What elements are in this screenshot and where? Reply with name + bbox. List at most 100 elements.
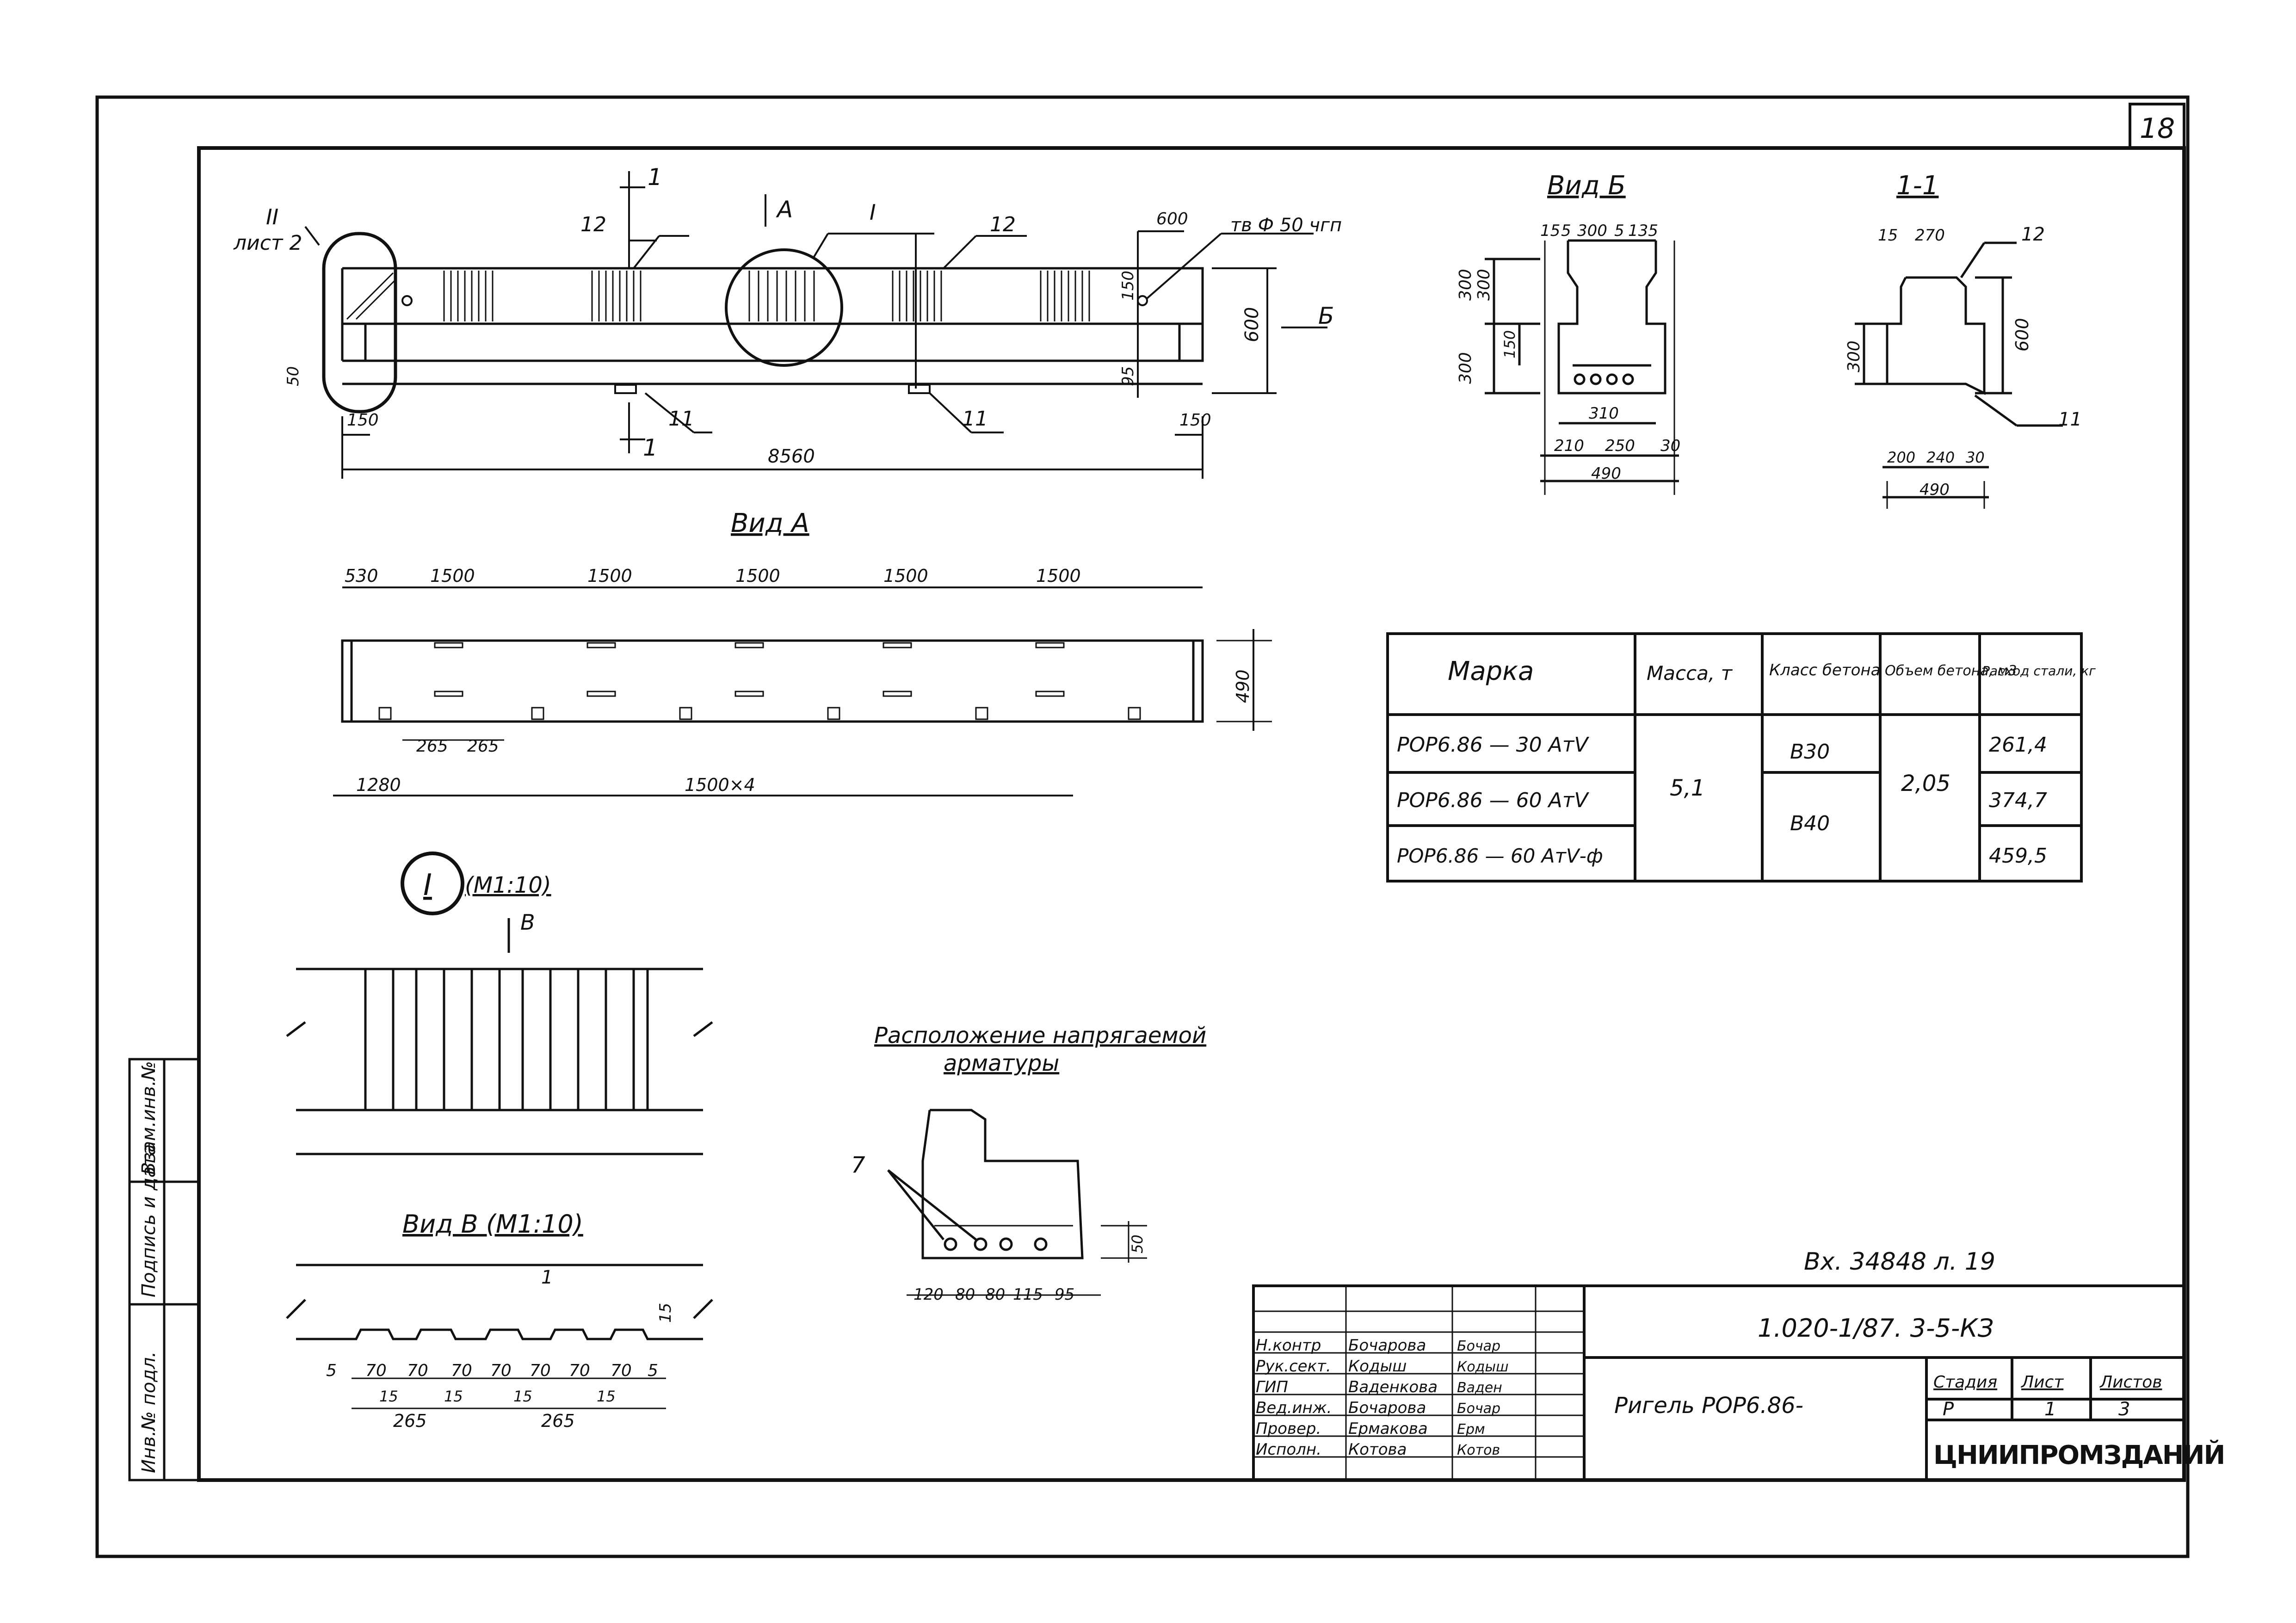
- side-label-sign: Подпись и дата: [138, 1144, 160, 1297]
- tb-role-1: Н.контр: [1256, 1336, 1321, 1355]
- spec-row1-mark: РОР6.86 — 30 АтⅤ: [1397, 733, 1589, 757]
- node-I-circle: [401, 852, 464, 915]
- sheet-frame: [95, 95, 2190, 1558]
- section-callout-12: 12: [2021, 224, 2045, 245]
- sheet-number-box: [2129, 103, 2185, 149]
- tb-name-5: Ермакова: [1348, 1419, 1428, 1438]
- view-a-inserts: [378, 642, 1141, 720]
- section-dim-top-2: 270: [1915, 226, 1945, 245]
- section-1-1-drawing: [1855, 241, 2063, 509]
- view-v-dim-pitch-1: 265: [393, 1411, 427, 1431]
- spec-row2-mark: РОР6.86 — 60 АтⅤ: [1397, 789, 1589, 812]
- node-II-sheet: лист 2: [233, 231, 302, 255]
- view-b-title: Вид Б: [1547, 171, 1626, 201]
- spec-header-volume: Объем бетона, м3: [1885, 663, 2017, 679]
- tb-name-1: Бочарова: [1348, 1336, 1426, 1355]
- spec-mass: 5,1: [1670, 775, 1705, 801]
- section-dim-b1: 200: [1887, 449, 1915, 466]
- hole-note: тв Ф 50 чгп: [1230, 215, 1342, 236]
- view-v-dim-right: 15: [656, 1303, 675, 1323]
- tendons-callout: 7: [851, 1152, 865, 1178]
- spec-steel-1: 261,4: [1989, 733, 2047, 757]
- section-dim-b3: 30: [1966, 449, 1985, 466]
- tb-name-6: Котова: [1348, 1440, 1407, 1459]
- side-label-inv: Инв.№ подл.: [138, 1351, 160, 1473]
- view-a-dim-small-1: 265: [416, 737, 448, 756]
- tb-organization: ЦНИИПРОМЗДАНИЙ: [1933, 1440, 2224, 1470]
- tb-role-5: Провер.: [1256, 1419, 1321, 1438]
- section-dim-b2: 240: [1926, 449, 1955, 466]
- spec-header-mass: Масса, т: [1647, 662, 1733, 685]
- view-v-drawing: [286, 1264, 713, 1409]
- spec-header-class: Класс бетона: [1769, 661, 1880, 679]
- dim-hole: 150: [1119, 271, 1137, 301]
- view-v-dim-pitch-2: 265: [541, 1411, 575, 1431]
- callout-12-left: 12: [580, 213, 606, 236]
- view-a-dims-top: 530 1500 1500 1500 1500 1500: [345, 566, 1081, 586]
- tb-role-3: ГИП: [1256, 1378, 1288, 1396]
- tendons-drawing: [887, 1109, 1147, 1296]
- node-I-title: I: [423, 868, 432, 902]
- view-b-arrow: Б: [1318, 302, 1334, 329]
- node-II-label: II: [266, 204, 278, 229]
- tb-document-code: 1.020-1/87. 3-5-КЗ: [1758, 1314, 1994, 1343]
- view-a-arrow: А: [776, 196, 793, 223]
- view-b-dim-mid: 310: [1589, 404, 1619, 423]
- tb-stage-header: Стадия: [1933, 1373, 1997, 1392]
- section-dim-left: 300: [1845, 340, 1864, 372]
- beam-elevation: [322, 232, 1204, 413]
- section-callout-11: 11: [2058, 409, 2082, 430]
- view-v-dims-gaps: 15 15 15 15: [379, 1388, 616, 1405]
- tb-signature-6: Котов: [1457, 1442, 1500, 1458]
- section-1-1-title: 1-1: [1896, 171, 1938, 201]
- tb-signature-3: Ваден: [1457, 1380, 1502, 1396]
- section-dim-height: 600: [2012, 318, 2032, 352]
- view-b-dim-total: 490: [1591, 464, 1621, 483]
- dim-top-offset: 600: [1156, 210, 1188, 228]
- elevation-dimensions: [304, 171, 1327, 479]
- spec-steel-2: 374,7: [1989, 789, 2047, 812]
- tb-role-2: Рук.сект.: [1256, 1357, 1331, 1376]
- view-b-dim-inner: 150: [1501, 330, 1518, 358]
- tb-signature-5: Ерм: [1457, 1421, 1485, 1438]
- tb-item-name: Ригель РОР6.86-: [1614, 1393, 1803, 1419]
- archive-note: Вх. 34848 л. 19: [1804, 1248, 1995, 1276]
- tendons-dims-bottom: 120 80 80 115 95: [913, 1285, 1074, 1304]
- view-b-dim-b2: 250: [1605, 437, 1635, 455]
- spec-table: [1386, 632, 2083, 882]
- view-a-dim-repeat: 1500×4: [685, 775, 755, 795]
- tb-sheets-header: Листов: [2099, 1373, 2162, 1392]
- spec-header-mark: Марка: [1448, 656, 1534, 686]
- tb-name-3: Ваденкова: [1348, 1378, 1438, 1396]
- view-b-dim-left-3: 300: [1456, 352, 1475, 384]
- view-a-dim-small-2: 265: [467, 737, 499, 756]
- callout-11-left: 11: [668, 407, 694, 431]
- spec-steel-3: 459,5: [1989, 844, 2047, 868]
- title-block: [1252, 1284, 2185, 1481]
- callout-12-right: 12: [990, 213, 1016, 236]
- dim-height: 600: [1241, 307, 1263, 342]
- side-stamp: [128, 1058, 200, 1481]
- spec-header-steel: Расход стали, кг: [1982, 663, 2096, 679]
- section-dim-total: 490: [1920, 481, 1950, 499]
- node-I-arrow: В: [520, 910, 535, 935]
- spec-row3-mark: РОР6.86 — 60 АтⅤ-ф: [1397, 845, 1603, 867]
- view-b-dim-left-1: 300: [1456, 269, 1475, 301]
- tb-signature-4: Бочар: [1457, 1401, 1500, 1417]
- section-dim-top-1: 15: [1878, 226, 1898, 245]
- tb-sheet-value: 1: [2044, 1399, 2056, 1420]
- node-I-scale: (М1:10): [465, 872, 551, 898]
- spec-class-2: В40: [1790, 812, 1830, 835]
- dim-bottom-right: 95: [1119, 366, 1137, 386]
- callout-11-right: 11: [962, 407, 988, 431]
- sheet-number: 18: [2140, 112, 2175, 145]
- dim-right-end: 150: [1179, 411, 1211, 430]
- view-v-dims-ribs: 5 70 70 70 70 70 70 70 5: [326, 1361, 658, 1380]
- view-v-mark-1: 1: [541, 1267, 553, 1288]
- section-mark-top: 1: [648, 164, 662, 191]
- tendons-dim-right: 50: [1129, 1234, 1146, 1253]
- tb-role-4: Вед.инж.: [1256, 1399, 1332, 1417]
- tb-sheet-header: Лист: [2020, 1373, 2064, 1392]
- node-I-drawing: [286, 918, 713, 1155]
- tendons-title-2: арматуры: [944, 1050, 1059, 1076]
